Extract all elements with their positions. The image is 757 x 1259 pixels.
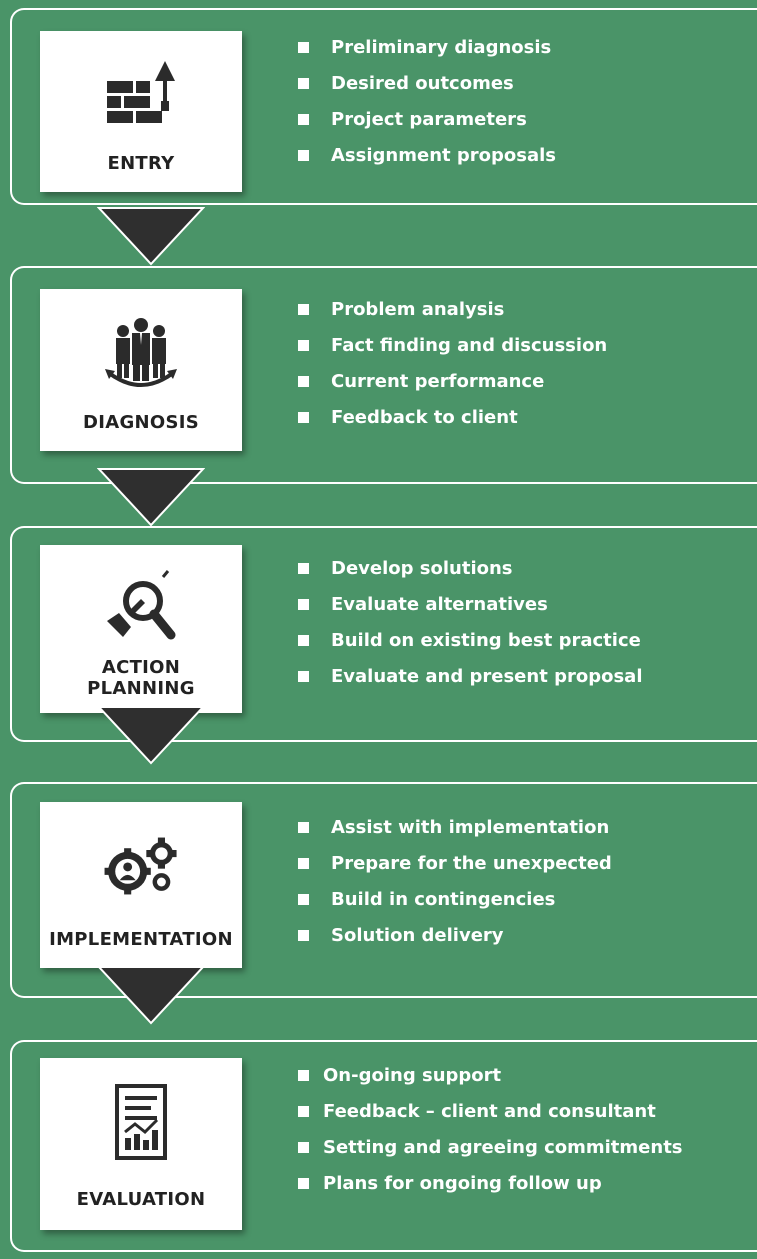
down-arrow-icon bbox=[97, 966, 205, 1025]
bullet-icon bbox=[298, 339, 309, 351]
down-arrow-icon bbox=[97, 468, 205, 527]
list-item: Problem analysis bbox=[298, 291, 607, 327]
list-item: Project parameters bbox=[298, 101, 556, 137]
magnifier-icon bbox=[101, 569, 181, 649]
stage-card-evaluation: EVALUATION bbox=[40, 1058, 242, 1230]
bullet-icon bbox=[298, 113, 309, 125]
stage-diagnosis bbox=[10, 266, 757, 484]
stage-label: DIAGNOSIS bbox=[82, 412, 200, 433]
stage-items: On-going support Feedback – client and c… bbox=[298, 1057, 683, 1201]
list-item: Build in contingencies bbox=[298, 881, 612, 917]
team-icon bbox=[101, 313, 181, 393]
report-chart-icon bbox=[101, 1082, 181, 1162]
bullet-icon bbox=[298, 562, 309, 574]
list-item: Fact finding and discussion bbox=[298, 327, 607, 363]
bullet-icon bbox=[298, 857, 309, 869]
gears-icon bbox=[101, 826, 181, 906]
bullet-icon bbox=[298, 1177, 309, 1189]
stage-card-action-planning: ACTION PLANNING bbox=[40, 545, 242, 713]
bullet-icon bbox=[298, 634, 309, 646]
stage-card-entry: ENTRY bbox=[40, 31, 242, 192]
stage-label: ACTION PLANNING bbox=[87, 657, 195, 699]
list-item: Feedback to client bbox=[298, 399, 607, 435]
brick-wall-icon bbox=[101, 55, 181, 135]
stage-implementation bbox=[10, 782, 757, 998]
bullet-icon bbox=[298, 670, 309, 682]
bullet-icon bbox=[298, 303, 309, 315]
down-arrow-icon bbox=[97, 706, 205, 765]
list-item: Setting and agreeing commitments bbox=[298, 1129, 683, 1165]
bullet-icon bbox=[298, 893, 309, 905]
list-item: Prepare for the unexpected bbox=[298, 845, 612, 881]
bullet-icon bbox=[298, 77, 309, 89]
list-item: Plans for ongoing follow up bbox=[298, 1165, 683, 1201]
list-item: Assignment proposals bbox=[298, 137, 556, 173]
list-item: Feedback – client and consultant bbox=[298, 1093, 683, 1129]
stage-items: Develop solutions Evaluate alternatives … bbox=[298, 550, 642, 694]
bullet-icon bbox=[298, 821, 309, 833]
down-arrow-icon bbox=[97, 207, 205, 266]
stage-label: ENTRY bbox=[107, 153, 175, 174]
list-item: Build on existing best practice bbox=[298, 622, 642, 658]
stage-items: Preliminary diagnosis Desired outcomes P… bbox=[298, 29, 556, 173]
list-item: Preliminary diagnosis bbox=[298, 29, 556, 65]
list-item: Desired outcomes bbox=[298, 65, 556, 101]
stage-items: Assist with implementation Prepare for t… bbox=[298, 809, 612, 953]
bullet-icon bbox=[298, 598, 309, 610]
stage-card-diagnosis: DIAGNOSIS bbox=[40, 289, 242, 451]
list-item: On-going support bbox=[298, 1057, 683, 1093]
bullet-icon bbox=[298, 929, 309, 941]
bullet-icon bbox=[298, 375, 309, 387]
stage-label: EVALUATION bbox=[76, 1189, 206, 1210]
bullet-icon bbox=[298, 41, 309, 53]
stage-entry bbox=[10, 8, 757, 205]
list-item: Develop solutions bbox=[298, 550, 642, 586]
bullet-icon bbox=[298, 411, 309, 423]
list-item: Assist with implementation bbox=[298, 809, 612, 845]
stage-items: Problem analysis Fact finding and discus… bbox=[298, 291, 607, 435]
bullet-icon bbox=[298, 1069, 309, 1081]
bullet-icon bbox=[298, 1105, 309, 1117]
stage-evaluation bbox=[10, 1040, 757, 1252]
list-item: Evaluate alternatives bbox=[298, 586, 642, 622]
stage-label: IMPLEMENTATION bbox=[49, 929, 233, 950]
stage-action-planning bbox=[10, 526, 757, 742]
list-item: Evaluate and present proposal bbox=[298, 658, 642, 694]
list-item: Solution delivery bbox=[298, 917, 612, 953]
bullet-icon bbox=[298, 149, 309, 161]
bullet-icon bbox=[298, 1141, 309, 1153]
stage-card-implementation: IMPLEMENTATION bbox=[40, 802, 242, 968]
list-item: Current performance bbox=[298, 363, 607, 399]
